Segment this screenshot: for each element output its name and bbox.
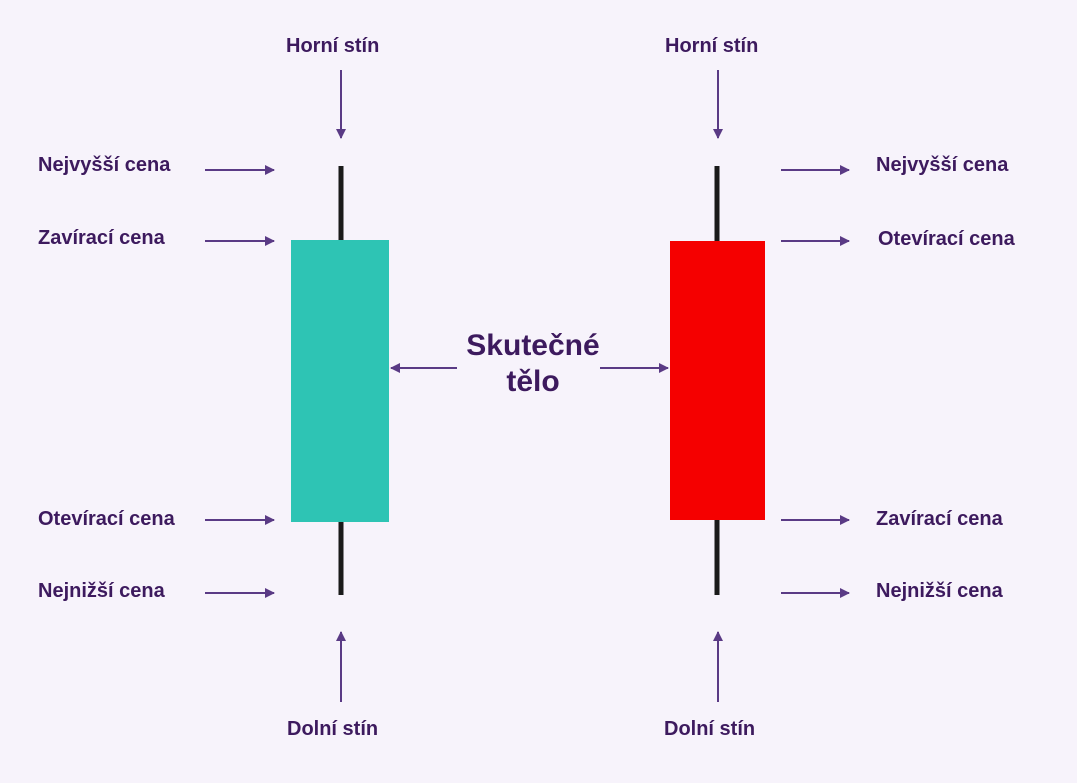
bearish-bottom-label: Dolní stín	[664, 718, 756, 740]
bullish-high-label: Nejvyšší cena	[38, 154, 171, 176]
bearish-top-label: Horní stín	[665, 35, 759, 57]
bullish-top-label: Horní stín	[286, 35, 380, 57]
bullish-bottom-label: Dolní stín	[287, 718, 379, 740]
bearish-high-label: Nejvyšší cena	[876, 154, 1009, 176]
bearish-open-label: Otevírací cena	[878, 228, 1015, 250]
bearish-low-label: Nejnižší cena	[876, 580, 1003, 602]
real-body-label-line1: Skutečné	[466, 329, 600, 362]
bullish-close-label: Zavírací cena	[38, 227, 165, 249]
real-body-label: Skutečné tělo	[448, 328, 618, 400]
bearish-body	[670, 241, 765, 520]
bearish-close-label: Zavírací cena	[876, 508, 1003, 530]
bullish-open-label: Otevírací cena	[38, 508, 175, 530]
bullish-low-label: Nejnižší cena	[38, 580, 165, 602]
bullish-body	[291, 240, 389, 522]
real-body-label-line2: tělo	[506, 365, 560, 398]
